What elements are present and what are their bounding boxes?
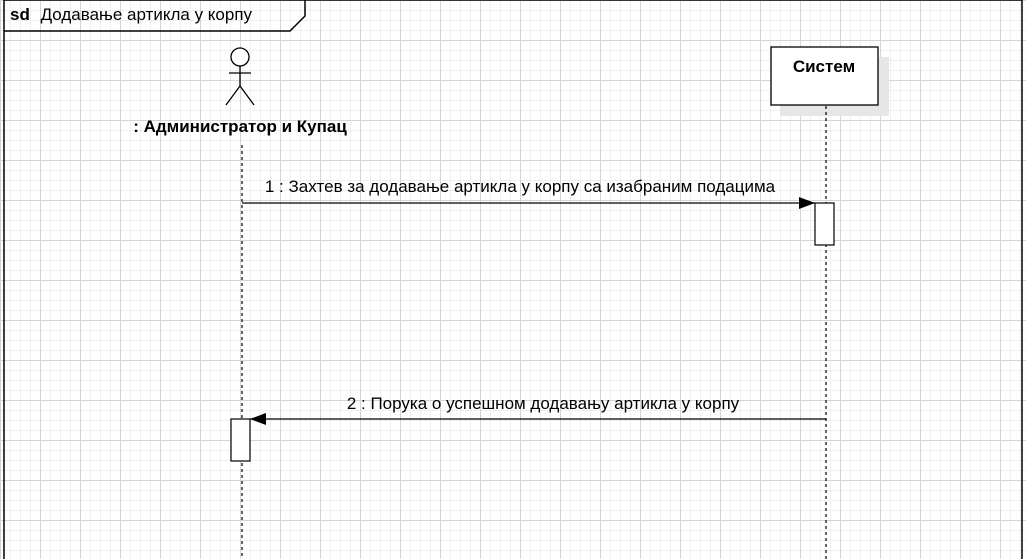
participant-box <box>770 46 879 106</box>
message-2-label: 2 : Порука о успешном додавању артикла у… <box>347 394 740 413</box>
actor-name: : Администратор и Купац <box>133 117 347 136</box>
stick-figure-icon <box>225 47 255 106</box>
frame-border <box>3 0 1023 559</box>
frame-label-tab <box>4 0 306 32</box>
frame: sd Додавање артикла у корпу <box>3 0 1023 559</box>
message-1[interactable]: 1 : Захтев за додавање артикла у корпу с… <box>242 177 815 209</box>
participant-system[interactable]: Систем <box>770 46 889 116</box>
frame-title: Додавање артикла у корпу <box>41 5 253 24</box>
message-1-label: 1 : Захтев за додавање артикла у корпу с… <box>265 177 776 196</box>
svg-text:sd Додавање артикла у ко: sd Додавање артикла у корпу <box>10 5 253 24</box>
system-name: Систем <box>793 57 855 76</box>
message-2[interactable]: 2 : Порука о успешном додавању артикла у… <box>250 394 826 425</box>
activation-bar-system <box>814 202 835 246</box>
activation-bar-actor <box>230 418 251 462</box>
frame-keyword: sd <box>10 5 30 24</box>
participant-actor[interactable]: : Администратор и Купац <box>133 47 347 136</box>
